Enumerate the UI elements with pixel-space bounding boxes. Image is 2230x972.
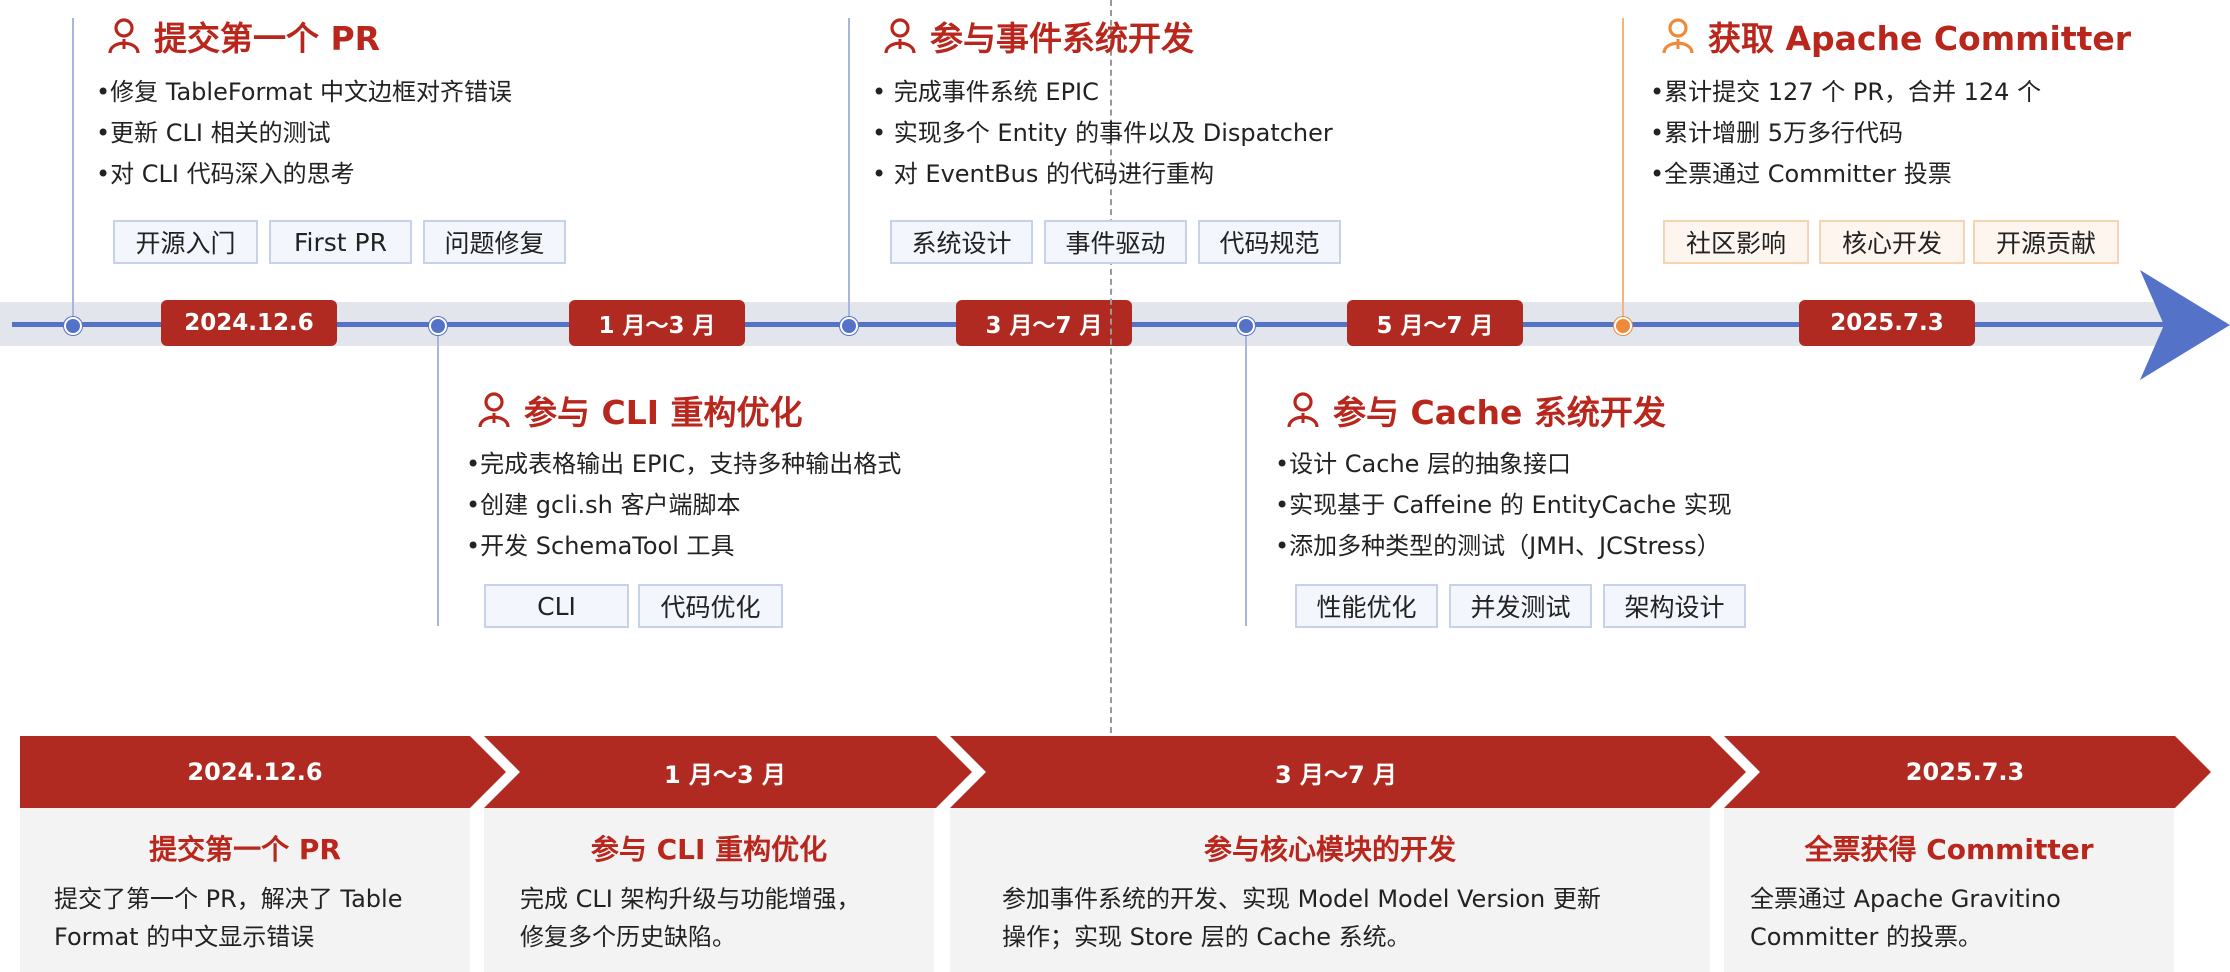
summary-date-4: 2025.7.3 [1905, 758, 2025, 786]
tag: 并发测试 [1449, 584, 1592, 628]
summary-title: 全票获得 Committer [1804, 833, 2094, 866]
timeline-dot [1237, 317, 1255, 335]
tag: 架构设计 [1603, 584, 1746, 628]
tag: 问题修复 [423, 220, 566, 264]
tag: 社区影响 [1663, 220, 1809, 264]
tag: 开源贡献 [1973, 220, 2119, 264]
tag: 事件驱动 [1044, 220, 1187, 264]
person-icon [108, 18, 140, 54]
tag: First PR [269, 220, 412, 264]
connector-line-1 [72, 18, 74, 326]
person-icon [1662, 18, 1694, 54]
date-pill-5: 2025.7.3 [1799, 300, 1975, 346]
person-icon [478, 392, 510, 428]
tag: CLI [484, 584, 629, 628]
chevron-1 [20, 736, 506, 808]
event-5: 获取 Apache Committer •累计提交 127 个 PR，合并 12… [1650, 12, 2131, 195]
chevron-3 [950, 736, 1746, 808]
timeline-dot [64, 317, 82, 335]
tag: 开源入门 [113, 220, 258, 264]
connector-line-3 [848, 18, 850, 326]
connector-line-4 [1245, 326, 1247, 626]
summary-date-2: 1 月～3 月 [663, 760, 787, 789]
date-pill-3: 3 月～7 月 [956, 300, 1132, 346]
event-title: 参与 Cache 系统开发 [1285, 386, 1732, 434]
summary-text: 参加事件系统的开发、实现 Model Model Version 更新 操作；实… [1002, 885, 1601, 951]
event-2: 参与 CLI 重构优化 •完成表格输出 EPIC，支持多种输出格式 •创建 gc… [466, 386, 901, 567]
dashed-divider [1110, 0, 1112, 972]
event-1: 提交第一个 PR •修复 TableFormat 中文边框对齐错误 •更新 CL… [96, 12, 512, 195]
tag: 系统设计 [890, 220, 1033, 264]
timeline-arrow-icon [2140, 270, 2230, 380]
date-pill-1: 2024.12.6 [161, 300, 337, 346]
tag: 性能优化 [1295, 584, 1438, 628]
summary-text: 全票通过 Apache Gravitino Committer 的投票。 [1750, 885, 2061, 951]
summary-date-1: 2024.12.6 [187, 758, 323, 786]
timeline-dot [1614, 317, 1632, 335]
summary-card-1: 提交第一个 PR 提交了第一个 PR，解决了 Table Format 的中文显… [20, 808, 470, 972]
summary-chevron-band [20, 736, 2211, 808]
summary-text: 提交了第一个 PR，解决了 Table Format 的中文显示错误 [54, 885, 403, 951]
event-bullets: •设计 Cache 层的抽象接口 •实现基于 Caffeine 的 Entity… [1275, 450, 1732, 560]
event-3: 参与事件系统开发 • 完成事件系统 EPIC • 实现多个 Entity 的事件… [872, 12, 1333, 195]
event-title: 获取 Apache Committer [1660, 12, 2131, 60]
event-title: 参与事件系统开发 [882, 12, 1333, 60]
tag: 代码规范 [1198, 220, 1341, 264]
summary-title: 参与核心模块的开发 [1203, 833, 1456, 866]
event-title: 参与 CLI 重构优化 [476, 386, 901, 434]
summary-card-4: 全票获得 Committer 全票通过 Apache Gravitino Com… [1724, 808, 2174, 972]
person-icon [884, 18, 916, 54]
event-bullets: •完成表格输出 EPIC，支持多种输出格式 •创建 gcli.sh 客户端脚本 … [466, 450, 902, 560]
summary-text: 完成 CLI 架构升级与功能增强， 修复多个历史缺陷。 [520, 885, 861, 951]
summary-card-3: 参与核心模块的开发 参加事件系统的开发、实现 Model Model Versi… [950, 808, 1710, 972]
timeline-dot [840, 317, 858, 335]
date-pill-2: 1 月～3 月 [569, 300, 745, 346]
summary-date-3: 3 月～7 月 [1274, 760, 1398, 789]
summary-card-2: 参与 CLI 重构优化 完成 CLI 架构升级与功能增强， 修复多个历史缺陷。 [484, 808, 934, 972]
timeline-dot [429, 317, 447, 335]
chevron-2 [484, 736, 972, 808]
event-bullets: • 完成事件系统 EPIC • 实现多个 Entity 的事件以及 Dispat… [872, 78, 1333, 188]
event-title: 提交第一个 PR [106, 12, 512, 60]
event-4: 参与 Cache 系统开发 •设计 Cache 层的抽象接口 •实现基于 Caf… [1275, 386, 1732, 567]
chevron-4 [1724, 736, 2211, 808]
connector-line-5 [1622, 18, 1624, 326]
date-pill-4: 5 月～7 月 [1347, 300, 1523, 346]
connector-line-2 [437, 326, 439, 626]
tag: 代码优化 [638, 584, 783, 628]
summary-title: 参与 CLI 重构优化 [590, 833, 828, 866]
event-bullets: •修复 TableFormat 中文边框对齐错误 •更新 CLI 相关的测试 •… [96, 78, 513, 188]
event-bullets: •累计提交 127 个 PR，合并 124 个 •累计增删 5万多行代码 •全票… [1650, 78, 2042, 188]
tag: 核心开发 [1819, 220, 1965, 264]
summary-title: 提交第一个 PR [149, 833, 341, 866]
person-icon [1287, 392, 1319, 428]
